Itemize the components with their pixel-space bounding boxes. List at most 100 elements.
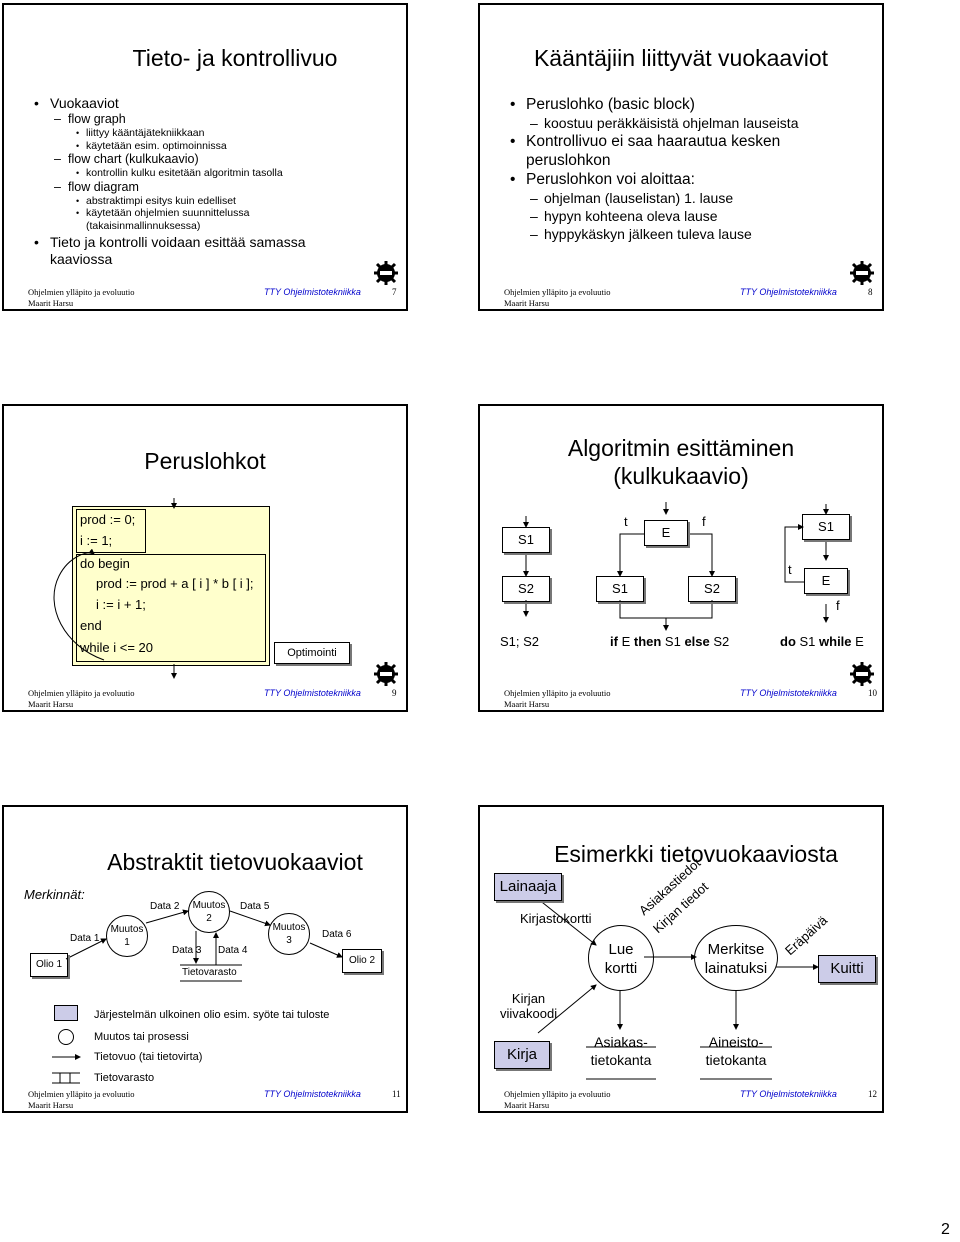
tty-logo-icon <box>850 662 874 686</box>
stmt-box-s1: S1 <box>596 576 644 602</box>
slide-title: Abstraktit tietovuokaaviot <box>107 849 363 875</box>
code-line: i := 1; <box>80 533 113 548</box>
footer-institute: TTY Ohjelmistotekniikka <box>740 1089 837 1099</box>
box-text: Olio 2 <box>348 955 376 966</box>
legend-text: Muutos tai prosessi <box>94 1031 189 1043</box>
code-line: prod := prod + a [ i ] * b [ i ]; <box>96 576 254 591</box>
legend-text: Tietovarasto <box>94 1072 155 1084</box>
code-line: prod := 0; <box>80 512 136 527</box>
condition-box-e: E <box>644 520 688 546</box>
bullet: Kontrollivuo ei saa haarautua kesken per… <box>504 132 826 170</box>
flow-label: Kirjastokortti <box>520 911 592 926</box>
label-true: t <box>624 514 628 529</box>
box-text: Kirja <box>506 1046 537 1063</box>
sub-bullet: ohjelman (lauselistan) 1. lause <box>504 189 864 207</box>
slide-title: Algoritmin esittäminen (kulkukaavio) <box>480 434 882 490</box>
slide-number: 7 <box>392 287 397 297</box>
footer-institute: TTY Ohjelmistotekniikka <box>264 1089 361 1099</box>
footer-course: Ohjelmien ylläpito ja evoluutio <box>28 688 135 698</box>
footer-institute: TTY Ohjelmistotekniikka <box>740 688 837 698</box>
flow-label: Data 3 <box>172 945 202 956</box>
sub-sub-bullet: liittyy kääntäjätekniikkaan <box>28 127 398 140</box>
sub-bullet: flow diagram <box>28 180 398 195</box>
sub-sub-bullet: käytetään ohjelmien suunnittelussa (taka… <box>28 207 316 232</box>
footer-course: Ohjelmien ylläpito ja evoluutio <box>504 1089 611 1099</box>
caption-do-while: do S1 while E <box>780 634 864 649</box>
sub-bullet: flow chart (kulkukaavio) <box>28 152 398 167</box>
sub-sub-bullet: abstraktimpi esitys kuin edelliset <box>28 195 398 208</box>
label-true: t <box>788 562 792 577</box>
slide-title: Esimerkki tietovuokaaviosta <box>554 841 838 867</box>
stmt-box-s1: S1 <box>502 527 550 553</box>
tty-logo-icon <box>374 261 398 285</box>
footer-institute: TTY Ohjelmistotekniikka <box>264 688 361 698</box>
caption-if: if E then S1 else S2 <box>610 634 730 649</box>
sub-bullet: koostuu peräkkäisistä ohjelman lauseista <box>504 114 864 132</box>
box-text: Lainaaja <box>499 878 557 895</box>
title-line: (kulkukaavio) <box>613 463 749 489</box>
box-text: Olio 1 <box>35 959 63 970</box>
footer-author: Maarit Harsu <box>504 699 550 709</box>
code-line: i := i + 1; <box>96 597 146 612</box>
slide-number: 9 <box>392 688 397 698</box>
stmt-box-s2: S2 <box>688 576 736 602</box>
slide-title: Kääntäjiin liittyvät vuokaaviot <box>533 45 829 71</box>
box-text: E <box>821 573 831 588</box>
footer-course: Ohjelmien ylläpito ja evoluutio <box>28 287 135 297</box>
basic-block-1 <box>76 509 146 553</box>
box-text: Kuitti <box>830 960 864 977</box>
sub-bullet: hyppykäskyn jälkeen tuleva lause <box>504 225 864 243</box>
bullet: Vuokaaviot <box>28 95 398 112</box>
slide-8: Kääntäjiin liittyvät vuokaaviot Perusloh… <box>478 3 884 311</box>
condition-box-e: E <box>804 568 848 594</box>
sub-sub-bullet: kontrollin kulku esitetään algoritmin ta… <box>28 167 398 180</box>
optimize-text: Optimointi <box>287 647 337 659</box>
flow-label: Data 2 <box>150 901 180 912</box>
footer-author: Maarit Harsu <box>28 298 74 308</box>
data-store-aineistotietokanta: Aineisto-tietokanta <box>705 1034 767 1068</box>
slide-number: 12 <box>868 1089 877 1099</box>
flowchart-arrows <box>523 502 829 631</box>
box-text: S2 <box>704 581 720 596</box>
footer-author: Maarit Harsu <box>504 1100 550 1110</box>
footer-author: Maarit Harsu <box>504 298 550 308</box>
legend-heading: Merkinnät: <box>24 887 85 902</box>
footer-institute: TTY Ohjelmistotekniikka <box>264 287 361 297</box>
tty-logo-icon <box>850 261 874 285</box>
loop-arrow <box>53 498 177 679</box>
footer-course: Ohjelmien ylläpito ja evoluutio <box>28 1089 135 1099</box>
legend-entity-icon <box>54 1005 78 1021</box>
bullet: Peruslohkon voi aloittaa: <box>504 170 864 189</box>
stmt-box-s2: S2 <box>502 576 550 602</box>
external-entity-kuitti: Kuitti <box>818 955 876 983</box>
box-text: S1 <box>818 519 834 534</box>
slide-11: Abstraktit tietovuokaaviot Merkinnät: Ol… <box>2 805 408 1113</box>
page-number: 2 <box>941 1221 950 1238</box>
flow-label: Data 5 <box>240 901 270 912</box>
dfd-arrows <box>537 898 819 1080</box>
sub-sub-bullet: käytetään esim. optimoinnissa <box>28 140 398 153</box>
code-line: do begin <box>80 556 130 571</box>
slide-title: Tieto- ja kontrollivuo <box>132 45 338 71</box>
footer-course: Ohjelmien ylläpito ja evoluutio <box>504 287 611 297</box>
dfd-arrows <box>52 909 343 1084</box>
slide-number: 11 <box>392 1089 401 1099</box>
external-entity-lainaaja: Lainaaja <box>494 873 562 901</box>
external-entity-olio-1: Olio 1 <box>30 953 68 977</box>
slide-9: Peruslohkot prod := 0; i := 1; do begin … <box>2 404 408 712</box>
footer-course: Ohjelmien ylläpito ja evoluutio <box>504 688 611 698</box>
legend-process-icon <box>58 1029 74 1045</box>
code-line: while i <= 20 <box>80 640 153 655</box>
bullet: Tieto ja kontrolli voidaan esittää samas… <box>28 234 350 268</box>
slide-10: Algoritmin esittäminen (kulkukaavio) S1 … <box>478 404 884 712</box>
footer-author: Maarit Harsu <box>28 1100 74 1110</box>
slide-7: Tieto- ja kontrollivuo Vuokaaviot flow g… <box>2 3 408 311</box>
label-false: f <box>702 514 706 529</box>
code-line: end <box>80 618 102 633</box>
slide-number: 8 <box>868 287 873 297</box>
